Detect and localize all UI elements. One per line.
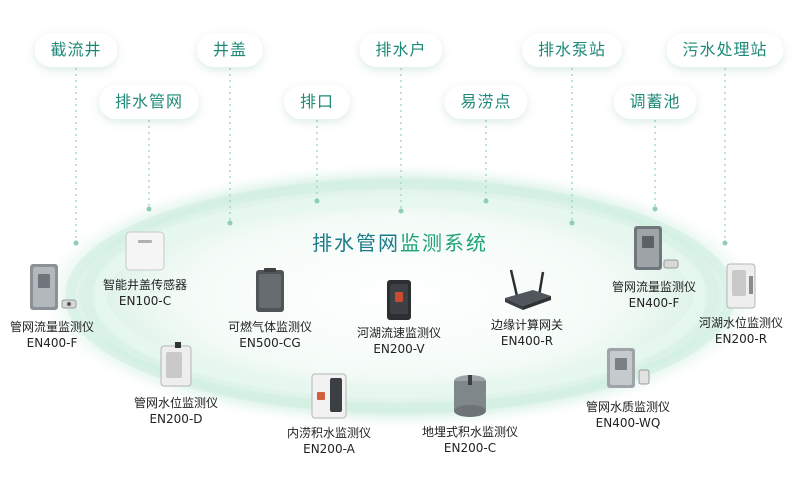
device-name: 地埋式积水监测仪 bbox=[421, 425, 519, 439]
device-name: 河湖流速监测仪 bbox=[356, 326, 442, 340]
device-name: 管网流量监测仪 bbox=[9, 320, 95, 334]
device-model: EN200-C bbox=[443, 441, 497, 455]
device-model: EN200-R bbox=[714, 332, 768, 346]
device-flow-meter-right: 管网流量监测仪 EN400-F bbox=[612, 224, 696, 311]
device-name: 内涝积水监测仪 bbox=[286, 426, 372, 440]
scene-manhole-cover: 井盖 bbox=[196, 33, 264, 67]
device-model: EN200-A bbox=[303, 442, 355, 456]
buried-meter-icon bbox=[453, 375, 486, 417]
device-name: 边缘计算网关 bbox=[490, 318, 564, 332]
scene-sewage-treatment: 污水处理站 bbox=[666, 33, 784, 67]
cabinet-flow-meter-icon bbox=[633, 226, 679, 270]
device-gas-detector: 可燃气体监测仪 EN500-CG bbox=[228, 266, 312, 351]
title-accent: 监测系统 bbox=[400, 231, 488, 255]
device-manhole-sensor: 智能井盖传感器 EN100-C bbox=[103, 228, 187, 309]
device-river-level-meter: 河湖水位监测仪 EN200-R bbox=[699, 260, 783, 347]
device-model: EN100-C bbox=[118, 294, 172, 308]
device-model: EN400-F bbox=[628, 296, 680, 310]
system-ring-inner bbox=[93, 194, 707, 398]
gateway-icon bbox=[504, 269, 551, 310]
device-model: EN500-CG bbox=[239, 336, 301, 350]
scene-waterlogging-point: 易涝点 bbox=[444, 85, 528, 119]
scene-drainage-network: 排水管网 bbox=[98, 85, 200, 119]
scene-storage-tank: 调蓄池 bbox=[613, 85, 697, 119]
device-name: 管网水质监测仪 bbox=[585, 400, 671, 414]
device-name: 管网水位监测仪 bbox=[133, 396, 219, 410]
gas-detector-icon bbox=[255, 268, 284, 312]
device-model: EN400-F bbox=[26, 336, 78, 350]
device-network-level-meter: 管网水位监测仪 EN200-D bbox=[134, 342, 218, 427]
device-water-quality-meter: 管网水质监测仪 EN400-WQ bbox=[586, 344, 670, 431]
device-name: 河湖水位监测仪 bbox=[698, 316, 784, 330]
level-meter-icon bbox=[726, 263, 756, 309]
water-quality-meter-icon bbox=[606, 348, 650, 388]
scene-outfall: 排口 bbox=[283, 85, 351, 119]
device-model: EN200-V bbox=[373, 342, 425, 356]
device-buried-meter: 地埋式积水监测仪 EN200-C bbox=[422, 371, 518, 456]
device-model: EN400-WQ bbox=[595, 416, 661, 430]
diagram-title: 排水管网监测系统 bbox=[312, 227, 488, 256]
device-model: EN200-D bbox=[149, 412, 203, 426]
device-name: 管网流量监测仪 bbox=[611, 280, 697, 294]
device-name: 智能井盖传感器 bbox=[102, 278, 188, 292]
cabinet-flow-meter-icon bbox=[29, 264, 77, 310]
device-waterlogging-meter: 内涝积水监测仪 EN200-A bbox=[287, 370, 371, 457]
waterlogging-meter-icon bbox=[311, 373, 347, 419]
scene-drainage-household: 排水户 bbox=[359, 33, 443, 67]
level-meter-icon bbox=[160, 342, 192, 387]
connector-lines bbox=[75, 68, 726, 242]
device-velocity-meter: 河湖流速监测仪 EN200-V bbox=[357, 278, 441, 357]
device-name: 可燃气体监测仪 bbox=[227, 320, 313, 334]
manhole-sensor-icon bbox=[125, 231, 165, 271]
device-flow-meter-left: 管网流量监测仪 EN400-F bbox=[10, 260, 94, 351]
velocity-meter-icon bbox=[386, 280, 411, 320]
title-main: 排水管网 bbox=[312, 231, 400, 255]
device-edge-gateway: 边缘计算网关 EN400-R bbox=[491, 266, 563, 349]
scene-interception-well: 截流井 bbox=[34, 33, 118, 67]
connector-dots bbox=[73, 198, 728, 246]
scene-pump-station: 排水泵站 bbox=[521, 33, 623, 67]
device-model: EN400-R bbox=[500, 334, 554, 348]
